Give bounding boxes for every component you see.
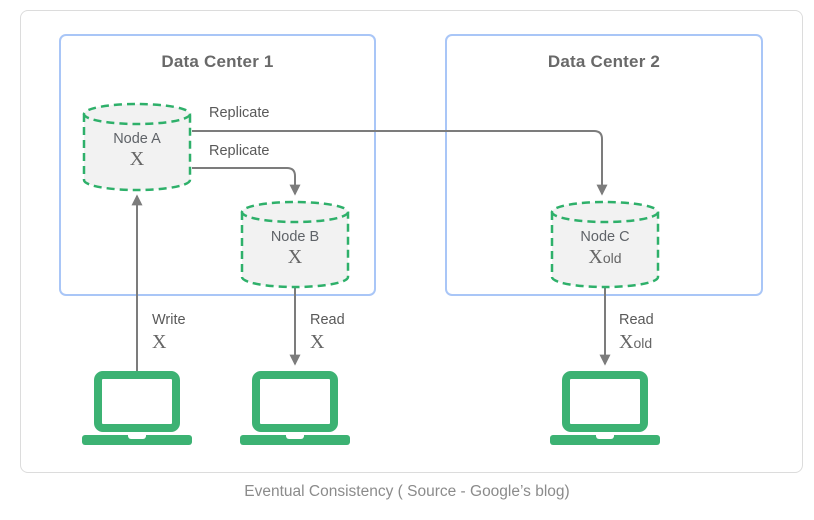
laptop-base [82,435,192,445]
data-center-2-title: Data Center 2 [547,52,661,71]
client-laptop-3-icon [550,371,660,445]
laptop-screen [562,371,648,432]
node-b-value: X [287,246,303,268]
write-action: Write [152,312,186,328]
laptop-notch [596,435,614,439]
read-dc1-action: Read [310,312,345,328]
node-c-name: Node C [580,229,630,245]
diagram-caption: Eventual Consistency ( Source - Google’s… [244,483,570,500]
node-a-value: X [129,148,145,170]
laptop-screen [252,371,338,432]
client-laptop-1-icon [82,371,192,445]
read-dc1-value: X [310,331,325,353]
node-b-label: Node B X [242,228,348,270]
node-a-name: Node A [113,131,161,147]
laptop-notch [128,435,146,439]
data-center-1-title: Data Center 1 [161,52,274,71]
read-dc2-label: Read Xold [619,310,654,355]
node-a-label: Node A X [84,130,190,172]
node-b-name: Node B [270,229,320,245]
node-c-label: Node C Xold [552,228,658,270]
write-label: Write X [152,310,186,355]
laptop-base [550,435,660,445]
client-laptop-2-icon [240,371,350,445]
laptop-base [240,435,350,445]
replicate-bottom-label: Replicate [209,143,270,159]
write-value: X [152,331,167,353]
read-dc1-label: Read X [310,310,345,355]
laptop-screen [94,371,180,432]
node-c-value: Xold [588,246,622,268]
laptop-notch [286,435,304,439]
read-dc2-value: Xold [619,331,653,353]
replicate-top-label: Replicate [209,105,270,121]
read-dc2-action: Read [619,312,654,328]
